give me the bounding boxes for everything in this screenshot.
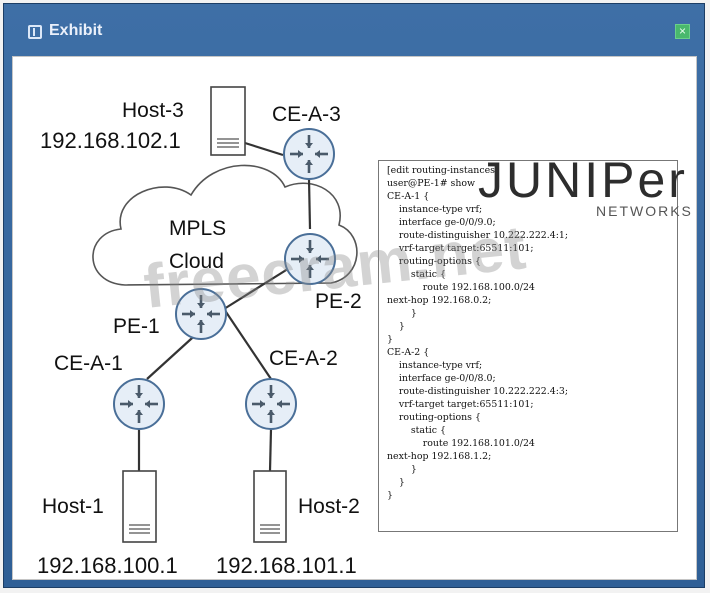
window-title: Exhibit [49, 22, 103, 39]
pe-2-label: PE-2 [315, 290, 362, 313]
config-line: next-hop 192.168.0.2; [387, 295, 492, 306]
config-line: instance-type vrf; [387, 204, 483, 215]
config-line: static { [387, 269, 446, 280]
config-line: [edit routing-instances] [387, 165, 499, 176]
ce-a-2-label: CE-A-2 [269, 347, 338, 370]
config-line: CE-A-2 { [387, 347, 430, 358]
exhibit-content: t t o t r t t r [12, 56, 697, 580]
host-1-ip: 192.168.100.1 [37, 553, 178, 578]
config-line: } [387, 308, 417, 319]
juniper-networks-text: NETWORKS [596, 203, 693, 219]
config-line: route 192.168.101.0/24 [387, 438, 535, 449]
host-3-ip: 192.168.102.1 [40, 128, 181, 153]
config-line: route 192.168.100.0/24 [387, 282, 535, 293]
cloud-label: Cloud [169, 250, 224, 273]
ce-a-3-label: CE-A-3 [272, 103, 341, 126]
config-line: route-distinguisher 10.222.222.4:1; [387, 230, 568, 241]
config-line: route-distinguisher 10.222.222.4:3; [387, 386, 568, 397]
config-line: instance-type vrf; [387, 360, 483, 371]
config-line: } [387, 477, 405, 488]
config-line: vrf-target target:65511:101; [387, 243, 534, 254]
router-ce-a-1 [113, 378, 165, 430]
config-line: } [387, 490, 393, 501]
close-button[interactable]: × [675, 24, 690, 39]
pe-1-label: PE-1 [113, 315, 160, 338]
router-pe-2 [284, 233, 336, 285]
router-ce-a-3 [283, 128, 335, 180]
config-line: routing-options { [387, 412, 481, 423]
router-pe-1 [175, 288, 227, 340]
config-line: } [387, 334, 393, 345]
exhibit-icon [28, 25, 42, 39]
host-1-label: Host-1 [42, 495, 104, 518]
config-line: next-hop 192.168.1.2; [387, 451, 492, 462]
host-2-ip: 192.168.101.1 [216, 553, 357, 578]
config-line: interface ge-0/0/9.0; [387, 217, 496, 228]
juniper-logo: JUNIPer NETWORKS [478, 151, 691, 219]
config-line: } [387, 464, 417, 475]
juniper-wordmark: JUNIPer [478, 152, 688, 208]
config-line: vrf-target target:65511:101; [387, 399, 534, 410]
host-2-label: Host-2 [298, 495, 360, 518]
config-line: user@PE-1# show [387, 178, 476, 189]
router-ce-a-2 [245, 378, 297, 430]
mpls-label: MPLS [169, 217, 227, 240]
host-1-server [122, 470, 157, 543]
config-line: routing-options { [387, 256, 481, 267]
exhibit-window: Exhibit × t t o t r t t r [3, 3, 705, 588]
network-diagram [92, 86, 358, 543]
host-2-server [253, 470, 287, 543]
config-line: interface ge-0/0/8.0; [387, 373, 496, 384]
host-3-server [210, 86, 246, 156]
window-titlebar[interactable]: Exhibit × [4, 4, 704, 52]
config-line: CE-A-1 { [387, 191, 430, 202]
config-line: static { [387, 425, 446, 436]
config-line: } [387, 321, 405, 332]
host-3-label: Host-3 [122, 99, 184, 122]
ce-a-1-label: CE-A-1 [54, 352, 123, 375]
